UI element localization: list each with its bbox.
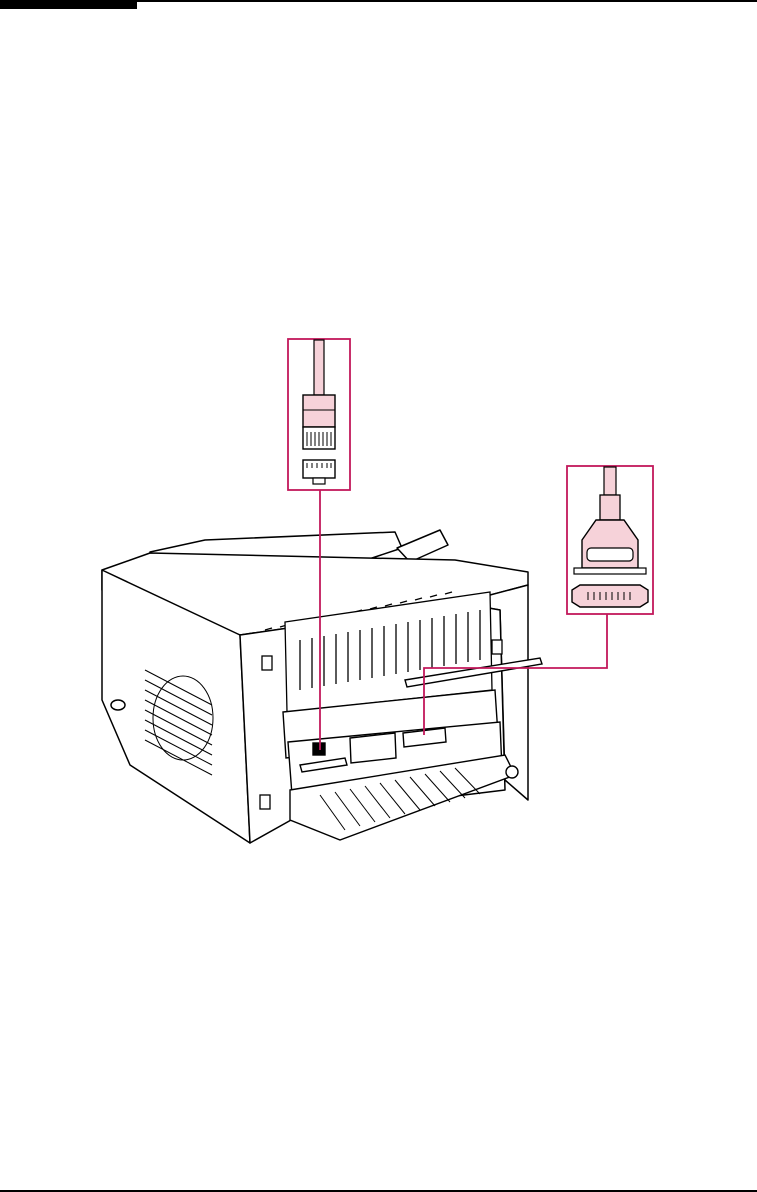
- expansion-slot: [350, 733, 396, 763]
- latch-icon: [262, 656, 272, 670]
- network-port-icon: [313, 743, 325, 755]
- rj45-connector-icon: [303, 395, 335, 427]
- power-socket-icon: [260, 795, 270, 809]
- power-button-icon: [111, 700, 125, 710]
- parallel-receptacle-icon: [572, 585, 648, 607]
- rj45-jack-icon: [303, 460, 335, 478]
- latch-icon: [492, 640, 502, 654]
